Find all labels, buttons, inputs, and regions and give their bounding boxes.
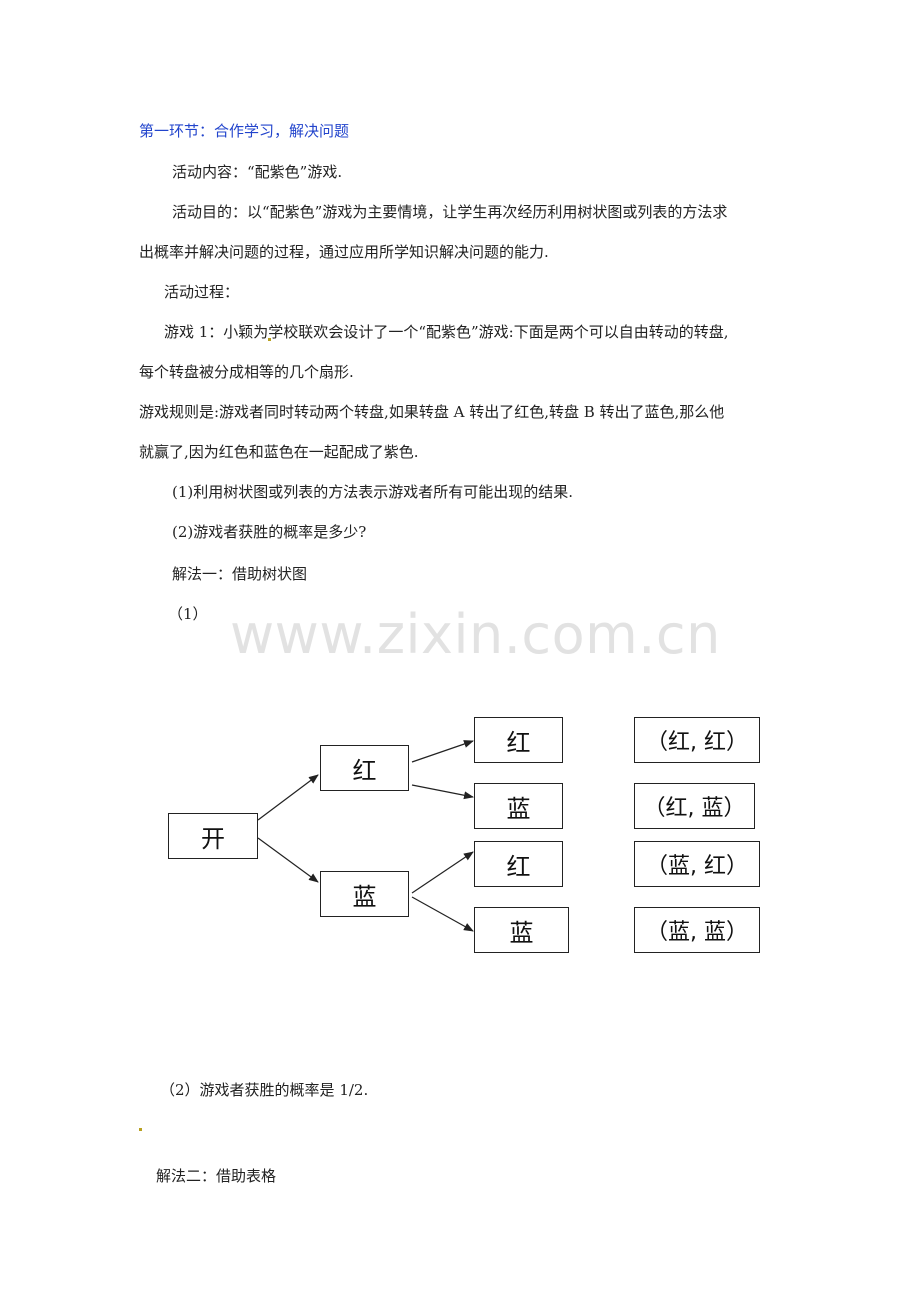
rule-line-1: 游戏规则是:游戏者同时转动两个转盘,如果转盘 A 转出了红色,转盘 B 转出了蓝… xyxy=(139,403,725,421)
arrow-root-to-red xyxy=(257,774,319,821)
tree-level2-red-2: 红 xyxy=(474,841,563,887)
method-2-heading: 解法二：借助表格 xyxy=(156,1167,277,1185)
tree-level2-red-1: 红 xyxy=(474,717,563,763)
arrow-blue-to-red xyxy=(411,851,474,894)
tree-level1-blue: 蓝 xyxy=(320,871,409,917)
result-red-blue: （红, 蓝） xyxy=(634,783,755,829)
diagram-label: （1） xyxy=(168,605,208,623)
tree-root: 开 xyxy=(168,813,258,859)
section-title: 第一环节：合作学习，解决问题 xyxy=(139,122,350,140)
rule-line-2: 就赢了,因为红色和蓝色在一起配成了紫色. xyxy=(139,443,419,461)
method-1-heading: 解法一：借助树状图 xyxy=(172,565,308,583)
arrow-red-to-blue xyxy=(411,784,474,800)
question-2: (2)游戏者获胜的概率是多少? xyxy=(172,523,367,541)
activity-goal-line-2: 出概率并解决问题的过程，通过应用所学知识解决问题的能力. xyxy=(139,243,549,261)
stray-mark xyxy=(139,1128,142,1131)
game1-line-2: 每个转盘被分成相等的几个扇形. xyxy=(139,363,354,381)
result-blue-blue: （蓝, 蓝） xyxy=(634,907,760,953)
game1-line-1: 游戏 1：小颖为学校联欢会设计了一个“配紫色”游戏:下面是两个可以自由转动的转盘… xyxy=(164,323,729,341)
tree-level2-blue-2: 蓝 xyxy=(474,907,569,953)
tree-level2-blue-1: 蓝 xyxy=(474,783,563,829)
arrow-root-to-blue xyxy=(257,837,319,883)
tree-level1-red: 红 xyxy=(320,745,409,791)
stray-mark xyxy=(268,338,271,341)
result-blue-red: （蓝, 红） xyxy=(634,841,760,887)
result-red-red: （红, 红） xyxy=(634,717,760,763)
arrow-red-to-red xyxy=(411,740,474,763)
activity-process: 活动过程： xyxy=(164,283,240,301)
activity-content: 活动内容：“配紫色”游戏. xyxy=(172,163,343,181)
activity-goal-line-1: 活动目的：以“配紫色”游戏为主要情境，让学生再次经历利用树状图或列表的方法求 xyxy=(172,203,728,221)
answer-2: （2）游戏者获胜的概率是 1/2. xyxy=(160,1081,369,1099)
arrow-blue-to-blue xyxy=(411,896,474,932)
question-1: (1)利用树状图或列表的方法表示游戏者所有可能出现的结果. xyxy=(172,483,574,501)
watermark: www.zixin.com.cn xyxy=(230,603,721,666)
